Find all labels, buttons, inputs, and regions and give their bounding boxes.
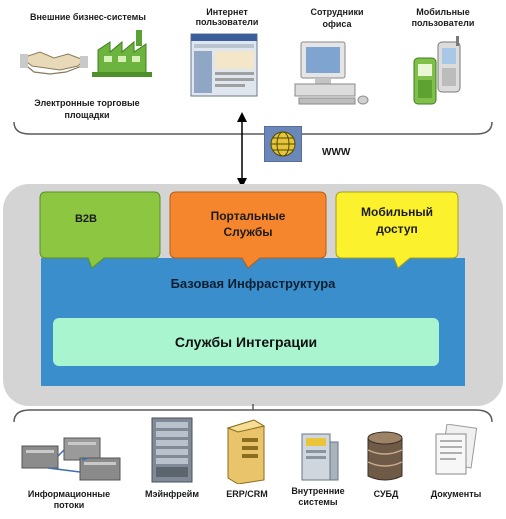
b2b-callout bbox=[39, 191, 161, 269]
base-infrastructure-label: Базовая Инфраструктура bbox=[170, 276, 336, 291]
internet-users-line1: Интернет bbox=[206, 7, 248, 17]
mobile-access-line2: доступ bbox=[376, 222, 418, 236]
b2b-label: B2B bbox=[74, 213, 97, 225]
mainframe-icon bbox=[151, 417, 193, 483]
office-staff-line1: Сотрудники bbox=[310, 7, 364, 17]
desktop-computer-icon bbox=[294, 41, 369, 105]
documents-label: Документы bbox=[430, 489, 482, 499]
backend-connector bbox=[13, 404, 493, 423]
internal-system-icon bbox=[301, 433, 339, 481]
internal-systems-line2: системы bbox=[298, 497, 338, 507]
internet-users-line2: пользователи bbox=[195, 17, 259, 27]
internal-systems-line1: Внутренние bbox=[291, 486, 345, 496]
portal-services-callout bbox=[169, 191, 327, 269]
mobile-users-line2: пользователи bbox=[411, 18, 475, 28]
database-icon bbox=[367, 431, 403, 481]
integration-services-box: Службы Интеграции bbox=[53, 318, 439, 366]
dbms-label: СУБД bbox=[373, 489, 399, 499]
mobile-devices-icon bbox=[413, 36, 461, 105]
servers-network-icon bbox=[21, 437, 121, 481]
portal-services-line1: Портальные bbox=[210, 209, 286, 223]
info-flows-line1: Информационные bbox=[27, 489, 111, 499]
browser-window-icon bbox=[190, 33, 258, 97]
external-systems-title: Внешние бизнес-системы bbox=[30, 12, 146, 22]
network-divider bbox=[13, 121, 493, 135]
mobile-access-callout bbox=[335, 191, 459, 269]
mobile-access-line1: Мобильный bbox=[361, 205, 433, 219]
documents-icon bbox=[435, 424, 478, 475]
handshake-factory-icon bbox=[20, 30, 152, 77]
office-staff-line2: офиса bbox=[322, 19, 352, 29]
globe-icon bbox=[264, 126, 302, 162]
connection-arrow-icon bbox=[237, 112, 247, 188]
trading-platforms-line1: Электронные торговые bbox=[34, 98, 140, 108]
info-flows-line2: потоки bbox=[53, 500, 85, 510]
mainframe-label: Мэйнфрейм bbox=[144, 489, 199, 499]
erp-crm-label: ERP/CRM bbox=[226, 489, 268, 499]
integration-services-label: Службы Интеграции bbox=[174, 334, 318, 350]
www-label: WWW bbox=[322, 147, 351, 158]
portal-services-line2: Службы bbox=[223, 225, 273, 239]
trading-platforms-line2: площадки bbox=[64, 110, 110, 120]
mobile-users-line1: Мобильные bbox=[416, 7, 470, 17]
server-tower-icon bbox=[226, 419, 266, 484]
